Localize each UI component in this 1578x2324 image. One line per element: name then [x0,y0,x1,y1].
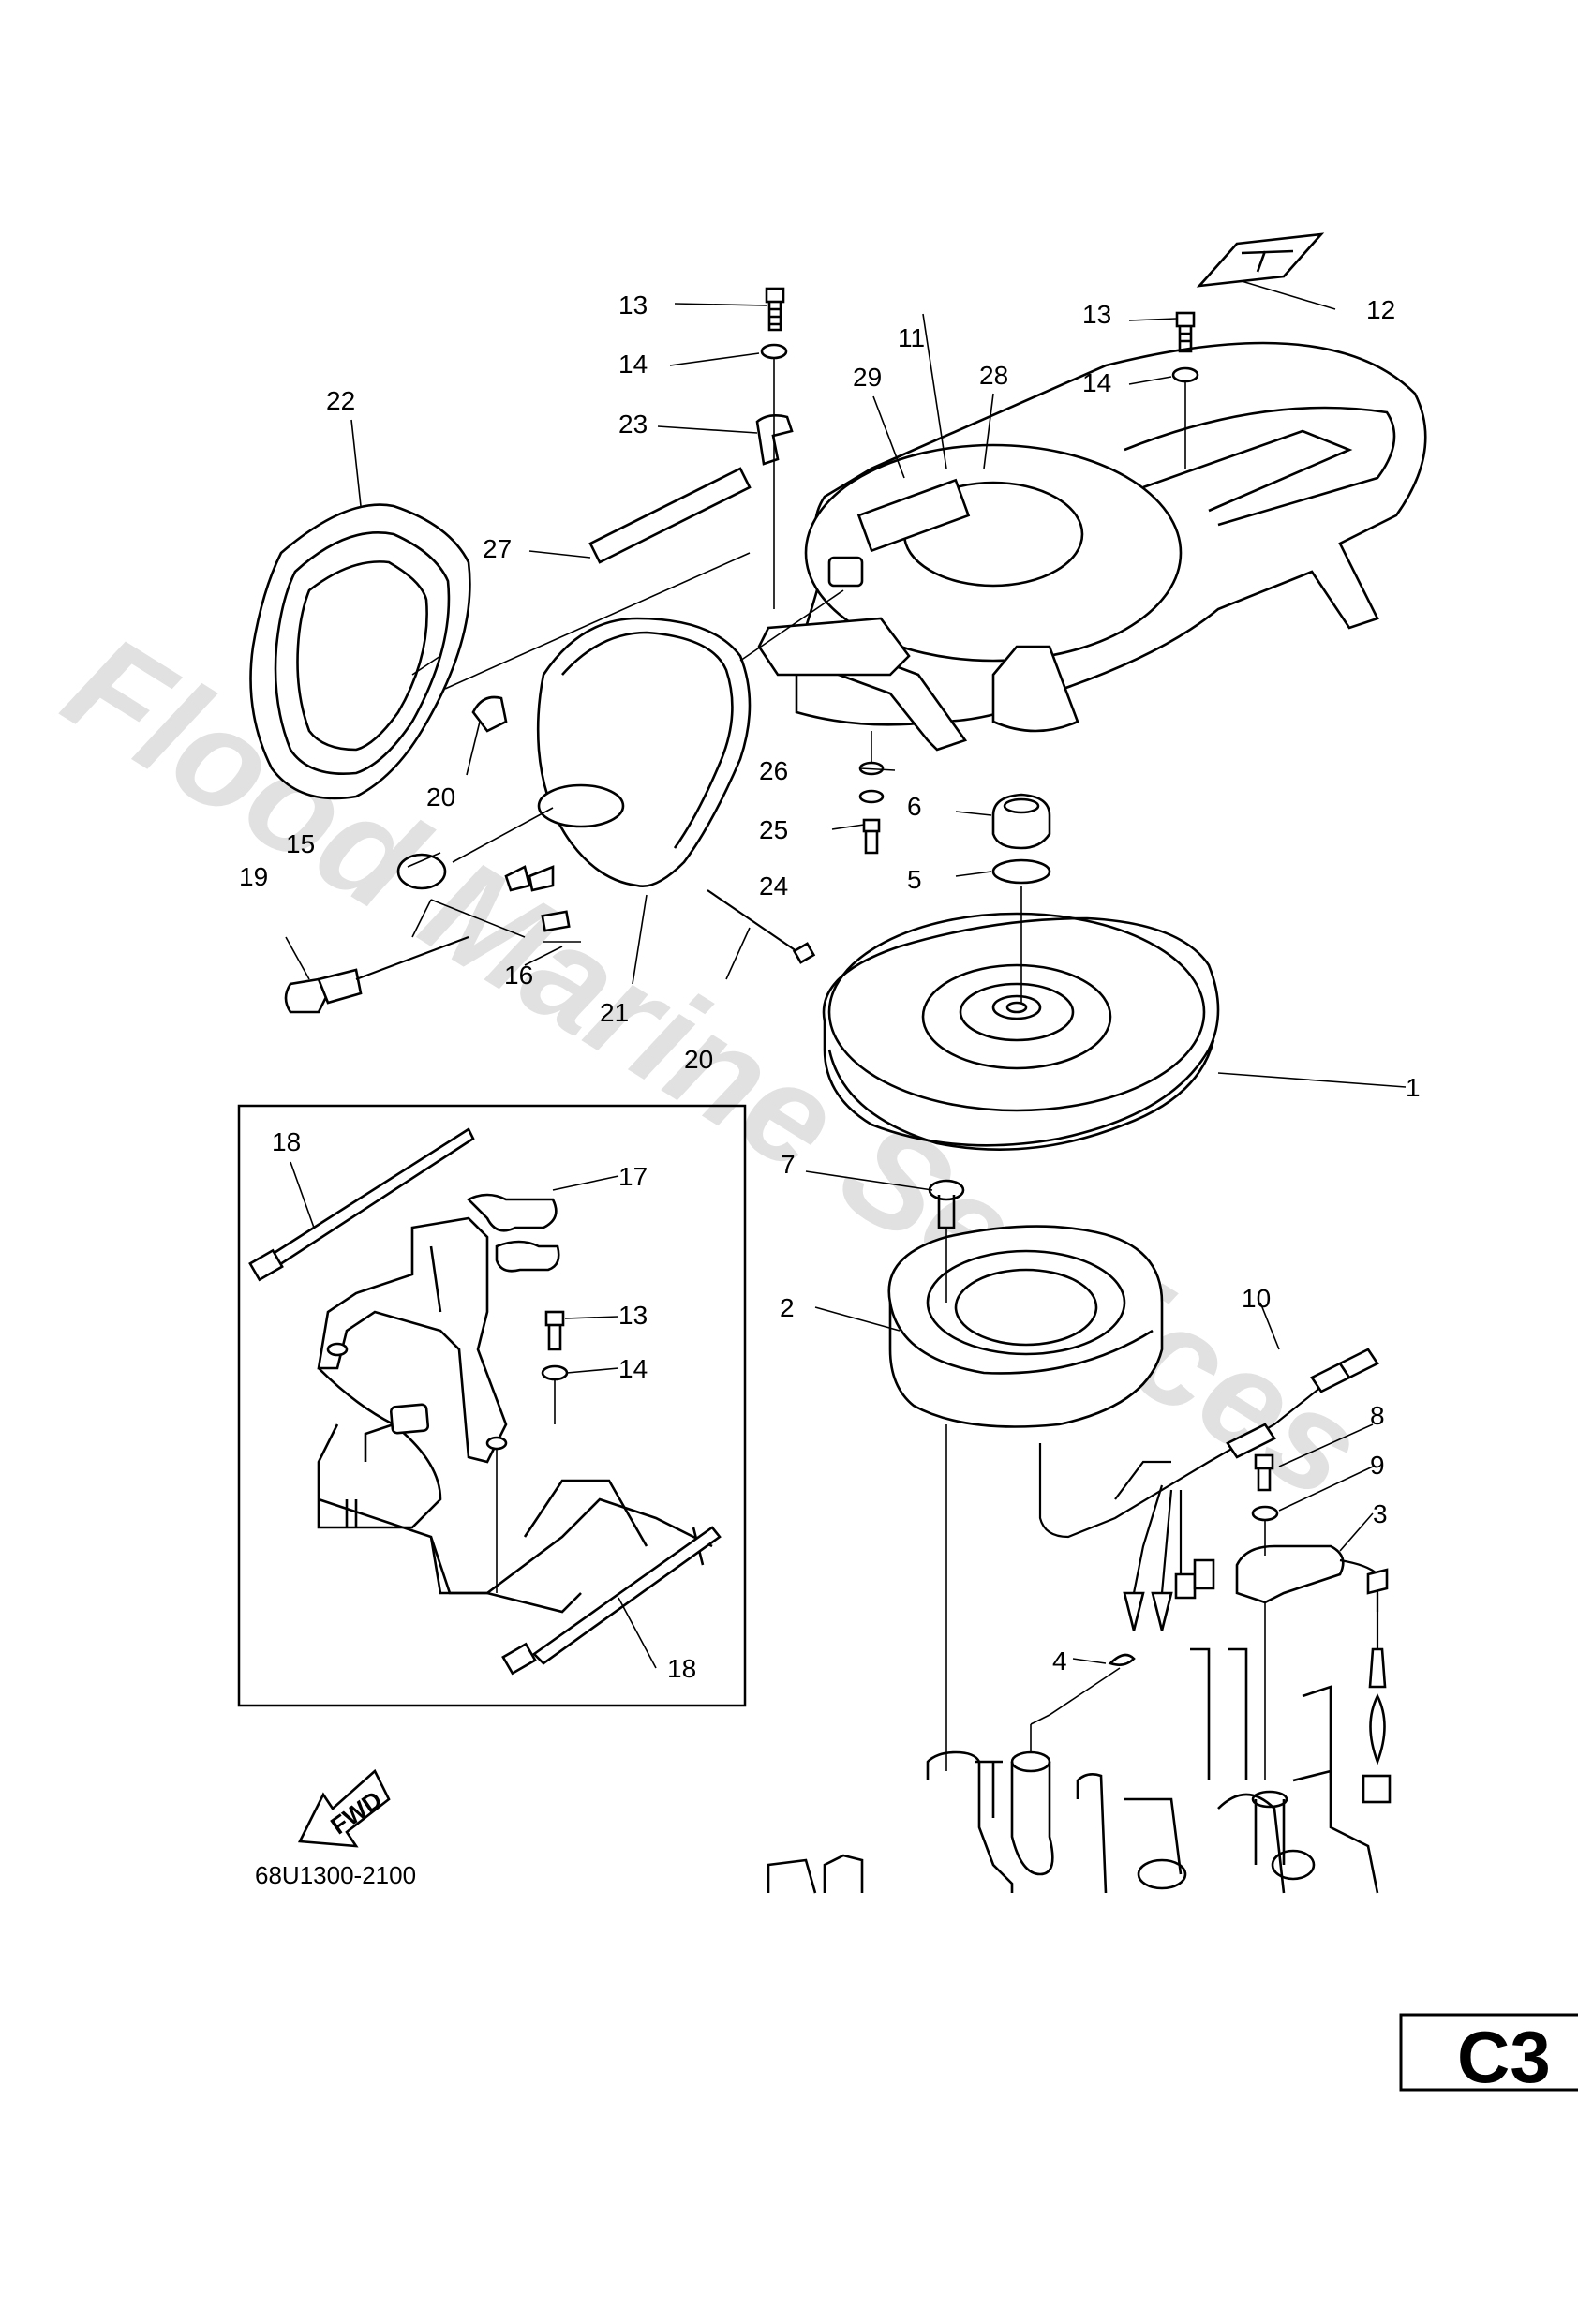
callout-20b: 20 [684,1045,713,1074]
bolt-13-right [1175,311,1196,353]
callout-17: 17 [618,1162,648,1191]
callout-14b: 14 [1082,368,1111,397]
bracket-23 [755,414,794,466]
callout-20a: 20 [426,782,455,812]
callout-5: 5 [907,865,922,894]
callout-12: 12 [1366,295,1395,324]
callout-2: 2 [780,1293,795,1322]
callout-29: 29 [853,363,882,392]
callout-3: 3 [1373,1499,1388,1528]
callout-26: 26 [759,756,788,785]
clip-16 [541,910,571,932]
bolt-8 [1254,1453,1274,1492]
inset-bolt-13 [544,1310,565,1351]
callout-24: 24 [759,872,788,901]
callout-15: 15 [286,829,315,858]
callout-7: 7 [781,1150,796,1179]
cable-tie-20 [707,889,816,964]
callout-6: 6 [907,792,922,821]
callout-18b: 18 [667,1654,696,1683]
crankcase [767,1647,1379,1894]
sensor-19 [284,865,555,1014]
washer-9 [1251,1505,1279,1522]
nut-6 [991,793,1051,850]
flywheel-1 [822,912,1220,1151]
callout-13c: 13 [618,1301,648,1330]
inset-cable-tie-18-top [248,1127,475,1282]
plug-15 [396,853,447,890]
callout-25: 25 [759,815,788,844]
callout-27: 27 [483,534,512,563]
inset-washer-14 [541,1364,569,1381]
washer-14-right [1171,366,1199,383]
callout-1: 1 [1406,1073,1421,1102]
callout-4: 4 [1052,1646,1067,1676]
callout-21: 21 [600,998,629,1027]
callout-14a: 14 [618,350,648,379]
callout-13b: 13 [1082,300,1111,329]
inset-leaders [290,1161,657,1669]
key-4 [1108,1653,1136,1666]
intake-gasket-22 [249,503,471,800]
callout-28: 28 [979,361,1008,390]
pulser-coil-3 [1235,1544,1392,1804]
label-27 [588,467,752,564]
inset-cable-tie-18-bottom [501,1526,722,1676]
callout-19: 19 [239,862,268,891]
callout-labels: 1 2 3 4 5 6 7 8 9 10 11 12 13 13 13 14 1… [239,290,1421,1683]
page-code: C3 [1457,2016,1551,2098]
washer-14-top [760,343,788,360]
inset-bracket [317,1216,713,1614]
grommet-20-upper [471,695,508,733]
screw-24 [862,818,881,855]
callout-14c: 14 [618,1354,648,1383]
decal-12 [1196,232,1325,288]
callout-16: 16 [504,961,533,990]
page-code-box [1399,2013,1578,2092]
callout-18a: 18 [272,1127,301,1156]
wire-harness-10 [1038,1348,1379,1631]
callout-8: 8 [1370,1401,1385,1430]
drawing-code: 68U1300-2100 [255,1861,416,1889]
callout-11: 11 [898,323,925,352]
bolt-13-top [765,287,785,332]
callout-23: 23 [618,410,648,439]
callout-10: 10 [1242,1284,1271,1313]
flywheel-cover [775,341,1427,752]
fwd-arrow-icon: FWD [297,1768,391,1848]
inset-detail-box [237,1104,747,1707]
callout-9: 9 [1370,1451,1385,1480]
washer-25 [858,789,885,804]
stator-2 [887,1225,1164,1428]
washer-5 [991,858,1051,885]
silencer-21 [536,617,752,887]
callout-22: 22 [326,386,355,415]
cover-bracket [757,617,911,677]
inset-holder-17 [466,1193,560,1273]
leader-lines [285,280,1407,1780]
callout-13a: 13 [618,290,648,320]
